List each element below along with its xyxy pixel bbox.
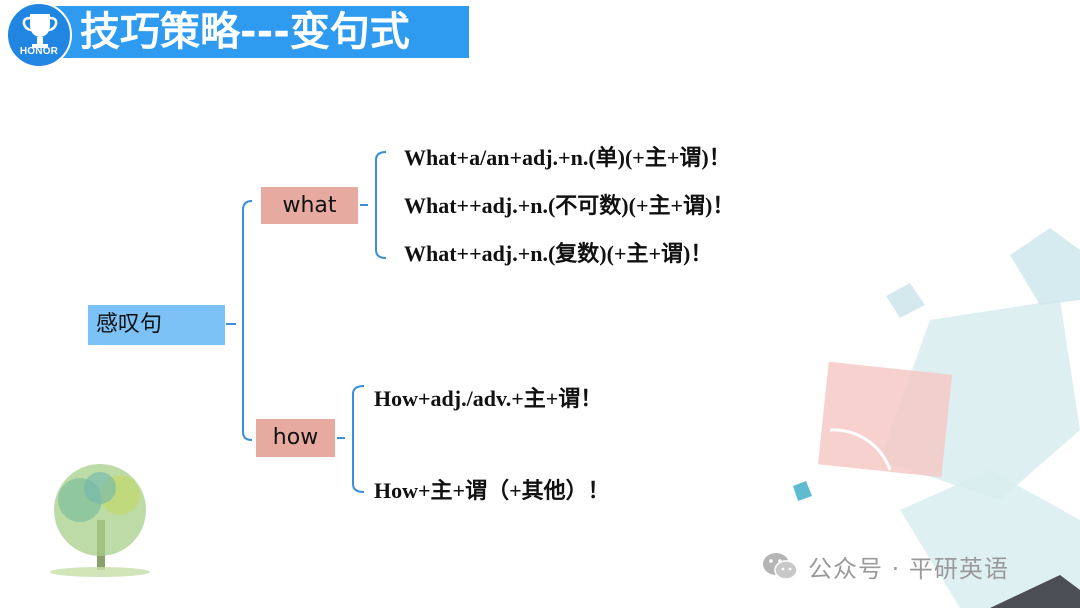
header-bar <box>48 6 469 58</box>
deco-white-arc <box>829 428 892 471</box>
branch-how: how <box>256 419 335 457</box>
deco-dark-corner <box>990 575 1080 608</box>
deco-square-top <box>1010 228 1080 305</box>
deco-square-small <box>886 283 925 318</box>
branch-what: what <box>261 187 358 224</box>
how-pattern-clause: How+主+谓（+其他）！ <box>374 478 610 503</box>
root-node: 感叹句 <box>88 305 225 345</box>
trophy-icon <box>22 14 58 48</box>
watermark: 公众号 · 平研英语 <box>760 548 1009 584</box>
trophy-badge: HONOR <box>6 2 72 68</box>
deco-teal-square <box>793 481 812 501</box>
deco-pink-square <box>818 361 953 478</box>
what-pattern-plural: What++adj.+n.(复数)(+主+谓)！ <box>404 241 713 266</box>
tree-illustration <box>50 464 150 577</box>
page-title: 技巧策略---变句式 <box>80 9 410 55</box>
mindmap-connectors <box>226 151 387 493</box>
what-pattern-uncountable: What++adj.+n.(不可数)(+主+谓)！ <box>404 193 735 218</box>
badge-label: HONOR <box>19 46 59 57</box>
what-pattern-singular: What+a/an+adj.+n.(单)(+主+谓)！ <box>404 145 731 170</box>
wechat-icon <box>763 553 798 580</box>
watermark-text: 公众号 · 平研英语 <box>808 554 1009 583</box>
deco-diamond-bottom <box>900 470 1080 608</box>
how-pattern-adj: How+adj./adv.+主+谓！ <box>374 386 603 411</box>
